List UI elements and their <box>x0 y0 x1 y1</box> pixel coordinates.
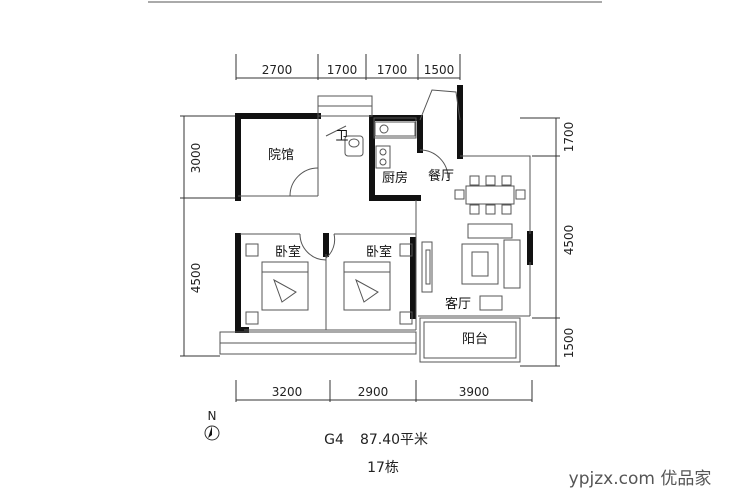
kitchen-counter <box>374 121 416 169</box>
toilet-fixture <box>344 135 364 157</box>
watermark: ypjzx.com 优品家 <box>569 469 712 489</box>
compass-arrow-icon <box>208 426 212 438</box>
dim-left-2: 4500 <box>189 263 203 294</box>
right-dimension-line: 1700 4500 1500 <box>520 117 576 367</box>
bottom-dimension-line: 3200 2900 3900 <box>235 380 533 402</box>
compass: N <box>204 409 220 441</box>
dim-top-3: 1700 <box>377 63 408 77</box>
walls <box>219 85 533 363</box>
dim-top-1: 2700 <box>262 63 293 77</box>
room-label-living: 客厅 <box>445 296 471 312</box>
left-dimension-line: 3000 4500 <box>180 115 236 357</box>
dining-table <box>454 175 526 215</box>
room-label-bathroom: 卫 <box>335 129 348 144</box>
caption-unit-type: G4 <box>324 432 344 448</box>
dim-top-2: 1700 <box>327 63 358 77</box>
dim-bottom-1: 3200 <box>272 385 303 399</box>
room-label-study: 院馆 <box>268 148 294 163</box>
dim-bottom-3: 3900 <box>459 385 490 399</box>
compass-north-label: N <box>208 409 217 423</box>
bed-right <box>343 243 413 325</box>
room-label-bedroom-left: 卧室 <box>275 244 301 260</box>
top-dimension-line: 2700 1700 1700 1500 <box>235 54 461 80</box>
room-label-dining: 餐厅 <box>428 168 454 184</box>
dim-left-1: 3000 <box>189 143 203 174</box>
dim-right-2: 4500 <box>562 225 576 256</box>
doors <box>289 125 449 261</box>
dim-bottom-2: 2900 <box>358 385 389 399</box>
dim-right-1: 1700 <box>562 122 576 153</box>
room-label-bedroom-right: 卧室 <box>366 244 392 260</box>
dim-top-4: 1500 <box>424 63 455 77</box>
sofa-set <box>461 223 521 311</box>
room-label-kitchen: 厨房 <box>382 170 408 186</box>
caption-area: 87.40平米 <box>360 432 428 448</box>
tv-cabinet <box>421 241 433 293</box>
caption-building: 17栋 <box>367 459 399 476</box>
room-label-balcony: 阳台 <box>462 332 488 347</box>
dim-right-3: 1500 <box>562 328 576 359</box>
bed-left <box>245 243 309 325</box>
